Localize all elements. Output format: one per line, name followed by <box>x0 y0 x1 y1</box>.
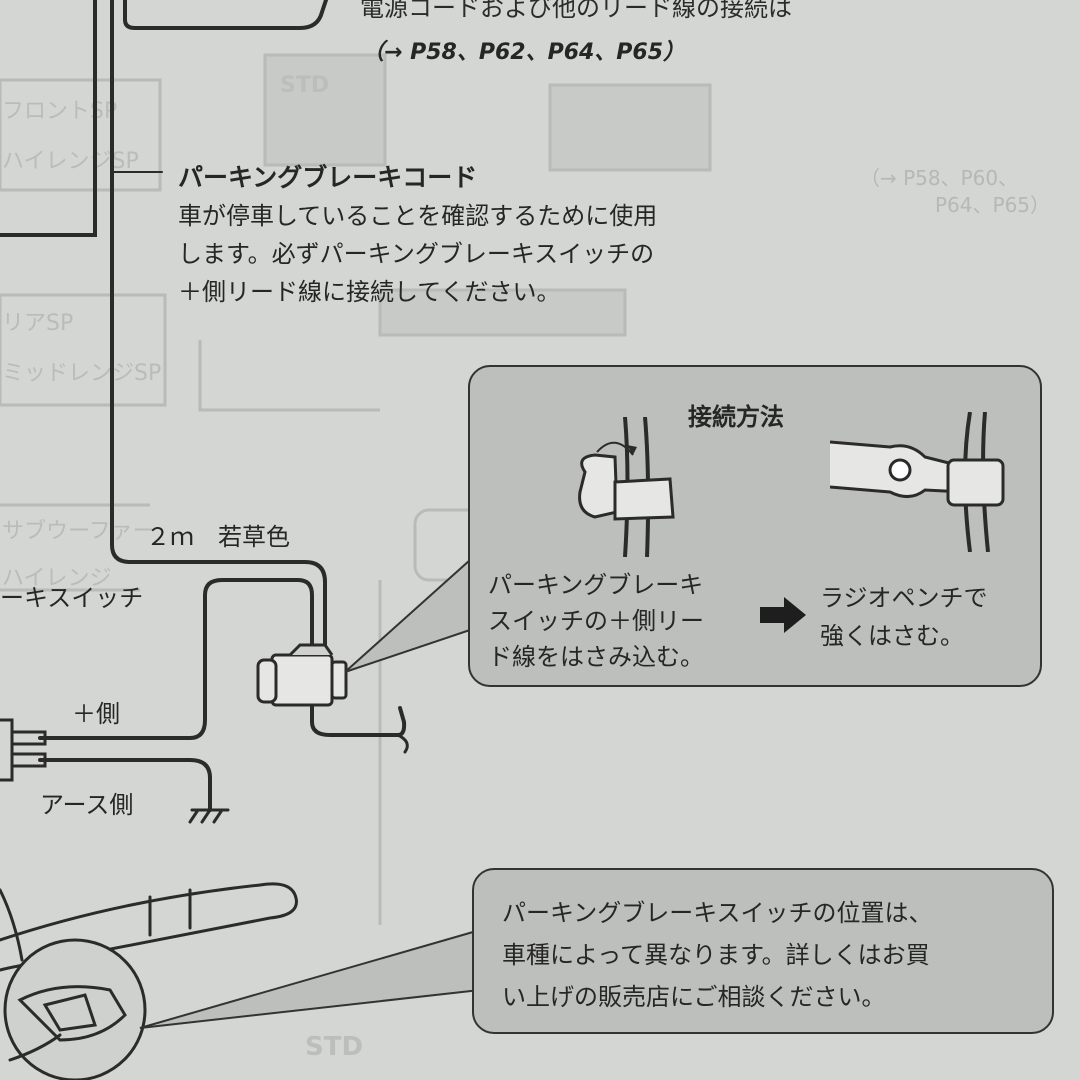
plus-side-label: ＋側 <box>72 700 120 728</box>
harness-outline <box>0 0 97 237</box>
switch-label: ーキスイッチ <box>0 584 144 612</box>
wire-length-color-label: ２ｍ 若草色 <box>146 523 290 551</box>
bg-subwoofer: サブウーファー <box>2 519 155 544</box>
note-text: パーキングブレーキスイッチの位置は、 車種によって異なります。詳しくはお買 い上… <box>502 899 933 1011</box>
connection-box-pointer <box>344 557 471 673</box>
connection-method-box: 接続方法 パーキングブレーキ スイッチの＋側リー ド線をはさみ込む。 ラジオペン… <box>468 365 1042 687</box>
header-line1: 電源コードおよび他のリード線の接続は <box>360 0 792 22</box>
lead-wire-end <box>396 733 409 754</box>
bg-ref-p64: P64、P65） <box>935 193 1050 217</box>
earth-side-label: アース側 <box>40 791 134 819</box>
pliers-illustration-right <box>830 412 1005 552</box>
wiring-lines <box>0 0 409 1080</box>
lead-wire <box>310 688 407 737</box>
tap-connector <box>256 643 348 707</box>
note-box: パーキングブレーキスイッチの位置は、 車種によって異なります。詳しくはお買 い上… <box>472 868 1054 1034</box>
header-page-refs: （→ P58、P62、P64、P65） <box>362 40 686 65</box>
right-arrow-icon <box>760 597 806 633</box>
bg-ref-p58: （→ P58、P60、 <box>860 166 1018 190</box>
bg-std-label: STD <box>280 73 329 98</box>
connection-step1: パーキングブレーキ スイッチの＋側リー ド線をはさみ込む。 <box>488 571 704 671</box>
parking-brake-cord <box>123 0 328 30</box>
parking-cord-title: パーキングブレーキコード <box>178 163 478 192</box>
bg-hi-range-sp: ハイレンジSP <box>2 149 139 174</box>
terminal-block <box>0 718 14 782</box>
earth-side-wire <box>38 758 212 812</box>
parking-cord-description: 車が停車していることを確認するために使用 します。必ずパーキングブレーキスイッチ… <box>178 202 658 306</box>
bg-mid-range-sp: ミッドレンジSP <box>2 361 161 386</box>
background-faint-layer <box>0 53 862 925</box>
clip-illustration-left <box>578 417 675 557</box>
bg-front-sp: フロントSP <box>2 99 117 124</box>
connection-step2: ラジオペンチで 強くはさむ。 <box>820 584 988 650</box>
rotate-arrow-icon <box>596 441 634 456</box>
plus-side-wire <box>38 578 314 740</box>
note-box-pointer <box>139 928 481 1029</box>
ground-symbol <box>188 808 230 824</box>
connection-method-title: 接続方法 <box>688 403 784 431</box>
bg-hi-range2: ハイレンジ <box>2 566 112 591</box>
zoom-circle <box>3 938 147 1080</box>
parking-cord-drop <box>110 0 327 652</box>
bg-std-bottom: STD <box>305 1032 363 1062</box>
bg-rear-sp: リアSP <box>2 311 73 336</box>
